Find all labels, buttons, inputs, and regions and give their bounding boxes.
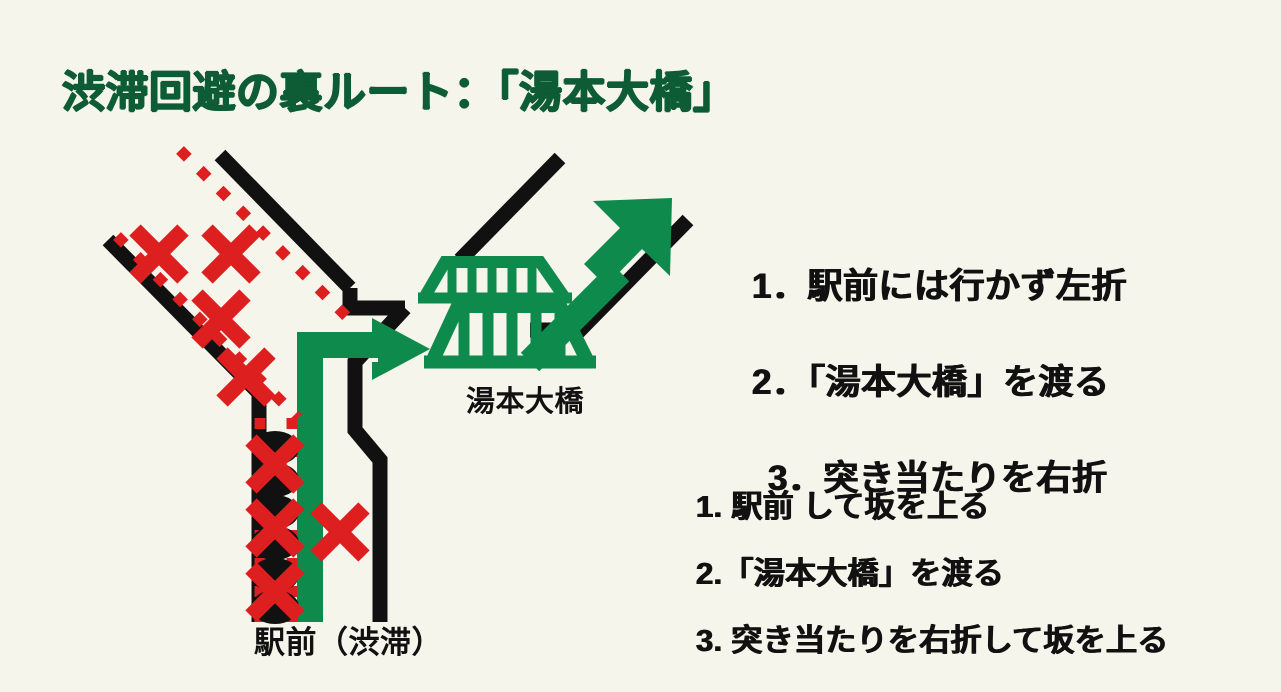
step-item: 3. 突き当たりを右折して坂を上る — [696, 623, 1169, 658]
x-mark-route-block — [310, 502, 370, 562]
station-label: 駅前（渋滞） — [254, 625, 443, 660]
step-item: 2.「湯本大橋」を渡る — [696, 556, 1005, 591]
steps-list-primary: 1．駅前には行かず左折 2．「湯本大橋」を渡る 3．突き当たりを右折 — [752, 258, 1252, 501]
bridge-truss-near — [424, 299, 596, 369]
recommended-route — [297, 198, 672, 622]
x-mark — [129, 224, 189, 284]
route-arrow-right — [372, 318, 430, 380]
x-mark — [201, 224, 261, 284]
page-title: 渋滞回避の裏ルート：「湯本大橋」 — [62, 69, 737, 117]
route-green-line — [297, 332, 382, 622]
step-item: 3．突き当たりを右折 — [768, 459, 1108, 498]
congestion-dotted-lines — [113, 146, 354, 422]
blocked-route-marks — [129, 224, 370, 622]
x-mark — [216, 347, 276, 407]
x-mark — [245, 434, 305, 494]
road-left-inner — [214, 149, 356, 294]
steps-list-secondary: 1. 駅前 して坂を上る 2.「湯本大橋」を渡る 3. 突き当たりを右折して坂を… — [696, 481, 1256, 660]
step-item: 1．駅前には行かず左折 — [752, 267, 1127, 306]
route-green-uphill — [520, 262, 630, 372]
step-item: 1. 駅前 して坂を上る — [696, 489, 990, 524]
road-network — [102, 149, 694, 622]
step-item: 2．「湯本大橋」を渡る — [752, 363, 1110, 402]
x-mark — [245, 498, 305, 558]
bridge-truss-far — [418, 256, 572, 304]
road-y-junction-left — [342, 288, 405, 316]
route-arrow-upright — [584, 198, 672, 286]
x-mark — [245, 562, 305, 622]
congestion-dots-upper — [176, 146, 354, 324]
road-upper-right-a — [454, 152, 566, 266]
bridge-yumoto-ohashi — [418, 256, 596, 369]
x-mark — [191, 289, 251, 349]
route-map-illustration — [102, 146, 694, 624]
bridge-label: 湯本大橋 — [466, 386, 585, 418]
